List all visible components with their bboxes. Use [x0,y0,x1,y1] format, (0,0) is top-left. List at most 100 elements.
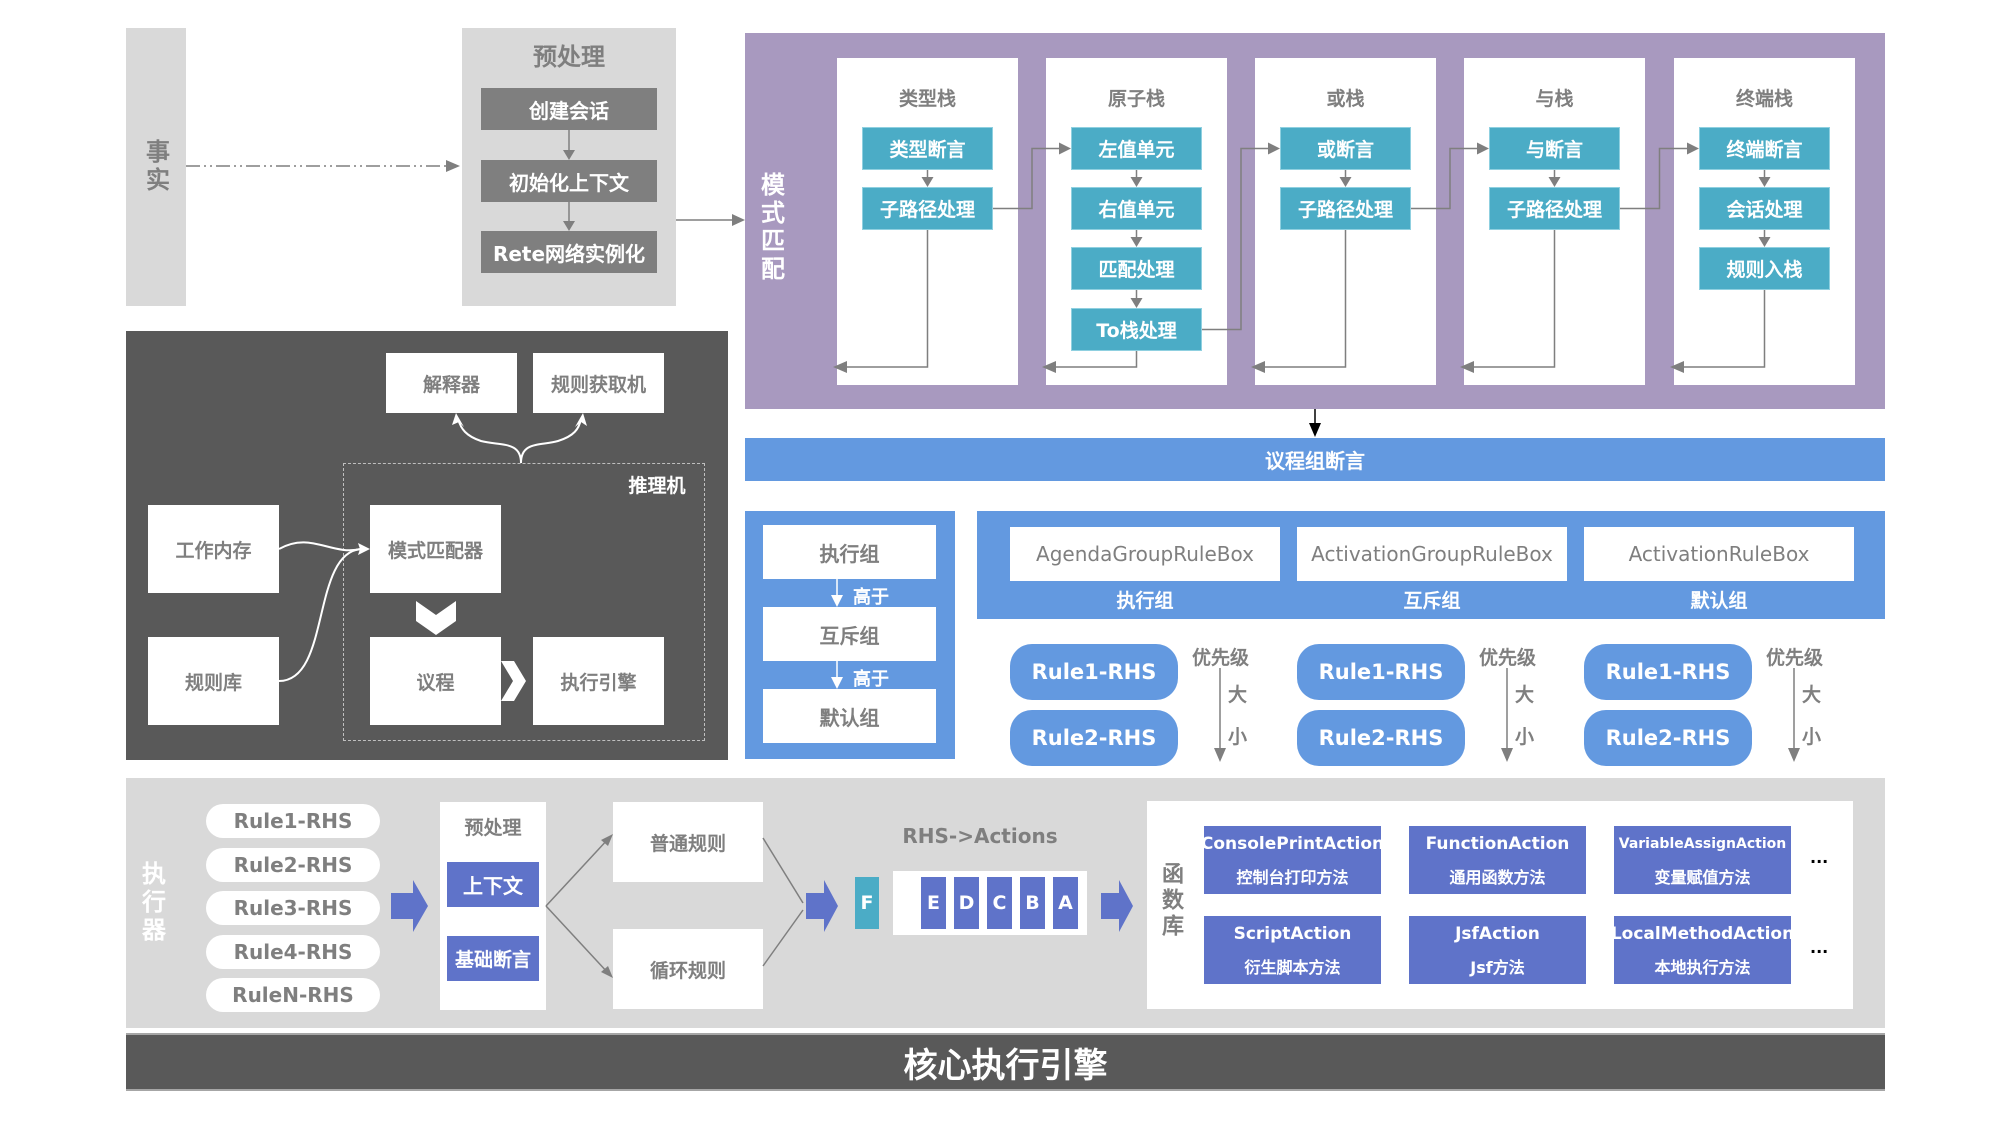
stack-step: 规则入栈 [1699,247,1830,290]
stack-step: 与断言 [1489,127,1620,170]
priority-low: 小 [1228,726,1248,748]
executor-preprocess-box: 预处理 上下文 基础断言 [440,802,546,1010]
rule-pill[interactable]: Rule1-RHS [1297,644,1465,700]
loop-rule-box: 循环规则 [613,929,763,1009]
function-name: VariableAssignAction [1618,836,1787,852]
queued-action: C [987,877,1012,929]
stack-step: 会话处理 [1699,187,1830,230]
higher-label: 高于 [853,669,889,690]
priority-label: 优先级 [1766,647,1824,669]
function-box: ScriptAction 衍生脚本方法 [1204,916,1381,984]
stack-step: 左值单元 [1071,127,1202,170]
function-desc: Jsf方法 [1470,958,1525,977]
facts-label: 事实 [141,139,170,195]
function-name: FunctionAction [1425,834,1570,854]
function-library-label: 函数库 [1158,862,1183,940]
footer-title: 核心执行引擎 [126,1033,1885,1091]
interpreter-box: 解释器 [386,353,517,413]
queued-action: B [1020,877,1045,929]
base-assert-box: 基础断言 [447,936,539,981]
executor-rule-pill[interactable]: RuleN-RHS [206,978,380,1012]
rule-pill[interactable]: Rule1-RHS [1584,644,1752,700]
priority-label: 优先级 [1192,647,1250,669]
executor-preprocess-title: 预处理 [464,816,522,839]
actions-title: RHS->Actions [902,824,1058,848]
priority-low: 小 [1802,726,1822,748]
priority-high: 大 [1228,684,1248,706]
preprocess-step: 创建会话 [481,88,657,130]
function-box: VariableAssignAction 变量赋值方法 [1614,826,1791,894]
group-box: 执行组 [763,525,936,579]
function-desc: 变量赋值方法 [1654,868,1751,887]
preprocess-step: 初始化上下文 [481,160,657,202]
function-desc: 衍生脚本方法 [1244,958,1341,977]
context-box: 上下文 [447,862,539,907]
inference-panel: 解释器 规则获取机 推理机 工作内存 规则库 模式匹配器 议程 执行引擎 [126,331,728,760]
inference-engine-boundary [343,463,705,741]
agenda-box: 议程 [370,637,501,725]
executor-rule-pill[interactable]: Rule1-RHS [206,804,380,838]
function-name: ScriptAction [1233,924,1352,944]
executor-rule-pill[interactable]: Rule4-RHS [206,934,380,969]
rule-box-name: ActivationGroupRuleBox [1297,527,1567,581]
more-ellipsis: ... [1810,848,1829,867]
pattern-matcher-box: 模式匹配器 [370,505,501,593]
rule-pill[interactable]: Rule2-RHS [1584,710,1752,766]
queued-action: A [1053,877,1078,929]
rule-box-group: 互斥组 [1403,589,1461,612]
executor-rule-pill[interactable]: Rule3-RHS [206,891,380,925]
chevron-right-icon [501,661,526,701]
rule-box-group: 默认组 [1690,589,1748,612]
stack-step: 终端断言 [1699,127,1830,170]
execution-engine-box: 执行引擎 [533,637,664,725]
stack-title: 或栈 [1326,87,1365,110]
priority-label: 优先级 [1479,647,1537,669]
priority-arrows [831,579,843,689]
agenda-group-assert-bar: 议程组断言 [745,438,1885,481]
rule-pill[interactable]: Rule1-RHS [1010,644,1178,700]
inference-connectors [278,413,587,701]
stack-title: 终端栈 [1735,87,1793,110]
function-name: LocalMethodAction [1610,924,1795,944]
stack-title: 与栈 [1535,87,1574,110]
stack-title: 类型栈 [898,87,956,110]
rule-box-name: AgendaGroupRuleBox [1010,527,1280,581]
stack-step: 类型断言 [862,127,993,170]
inference-engine-label: 推理机 [628,474,686,497]
rule-pill[interactable]: Rule2-RHS [1297,710,1465,766]
rule-box-name: ActivationRuleBox [1584,527,1854,581]
arrow-right-icon [806,880,838,932]
stack-step: 右值单元 [1071,187,1202,230]
function-box: LocalMethodAction 本地执行方法 [1610,916,1795,984]
rule-base-box: 规则库 [148,637,279,725]
stack-step: To栈处理 [1071,308,1202,351]
higher-label: 高于 [853,587,889,608]
preprocess-step: Rete网络实例化 [481,231,657,273]
priority-high: 大 [1802,684,1822,706]
normal-rule-box: 普通规则 [613,802,763,882]
queued-action: E [921,877,946,929]
preprocess-title: 预处理 [533,42,605,71]
executor-label: 执行器 [137,861,166,945]
current-action: F [855,877,879,929]
executor-rule-pill[interactable]: Rule2-RHS [206,847,380,882]
facts-panel: 事实 [126,28,186,306]
rule-pill[interactable]: Rule2-RHS [1010,710,1178,766]
function-desc: 控制台打印方法 [1236,868,1349,887]
rule-fetcher-box: 规则获取机 [533,353,664,413]
stack-step: 子路径处理 [1489,187,1620,230]
function-desc: 本地执行方法 [1654,958,1751,977]
stack-step: 匹配处理 [1071,247,1202,290]
function-name: JsfAction [1455,924,1540,944]
pattern-match-label: 模式匹配 [756,172,785,284]
priority-low: 小 [1515,726,1535,748]
